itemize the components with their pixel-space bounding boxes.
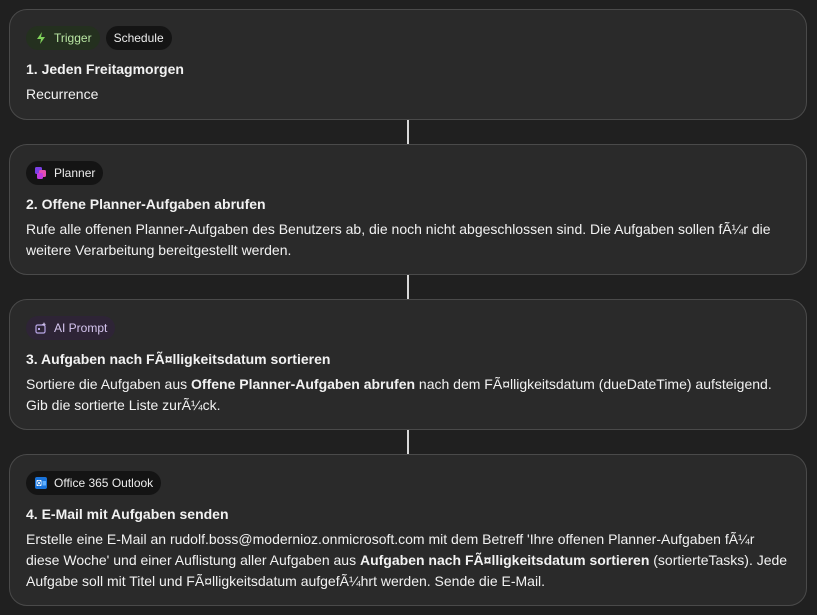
step-card-1[interactable]: Trigger Schedule 1. Jeden Freitagmorgen … <box>9 9 807 120</box>
badge-label: Planner <box>54 166 96 180</box>
description-text: Erstelle eine E-Mail an rudolf.boss@mode… <box>26 531 755 568</box>
description-text: nach dem FÃ¤lligkeitsdatum (dueDateTime)… <box>26 376 772 413</box>
description-text: Rufe alle offenen Planner-Aufgaben des B… <box>26 221 771 258</box>
badge-label: Office 365 Outlook <box>54 476 154 490</box>
step-title: 2. Offene Planner-Aufgaben abrufen <box>26 196 266 212</box>
step-title: 3. Aufgaben nach FÃ¤lligkeitsdatum sorti… <box>26 351 331 367</box>
lightning-icon <box>37 32 45 44</box>
connector-line <box>407 120 409 144</box>
step-description: Sortiere die Aufgaben aus Offene Planner… <box>26 374 790 416</box>
badge-row: Trigger Schedule <box>26 26 790 50</box>
badge-label: Schedule <box>113 31 164 45</box>
badge-row: Planner <box>26 161 790 185</box>
step-card-4[interactable]: Office 365 Outlook 4. E-Mail mit Aufgabe… <box>9 454 807 606</box>
description-text: Sortiere die Aufgaben aus <box>26 376 192 392</box>
badge-row: AI Prompt <box>26 316 790 340</box>
connector-line <box>407 275 409 299</box>
step-description: Rufe alle offenen Planner-Aufgaben des B… <box>26 219 790 261</box>
schedule-badge: Schedule <box>105 26 172 50</box>
step-description: Erstelle eine E-Mail an rudolf.boss@mode… <box>26 529 790 592</box>
connector-line <box>407 430 409 454</box>
step-title: 1. Jeden Freitagmorgen <box>26 61 184 77</box>
step-card-2[interactable]: Planner 2. Offene Planner-Aufgaben abruf… <box>9 144 807 275</box>
badge-label: Trigger <box>54 31 92 45</box>
step-card-3[interactable]: AI Prompt 3. Aufgaben nach FÃ¤lligkeitsd… <box>9 299 807 430</box>
ai-prompt-badge: AI Prompt <box>26 316 116 340</box>
badge-label: AI Prompt <box>54 321 108 335</box>
step-reference: Offene Planner-Aufgaben abrufen <box>191 376 416 392</box>
outlook-badge: Office 365 Outlook <box>26 471 162 495</box>
planner-badge: Planner <box>26 161 104 185</box>
outlook-icon <box>35 477 47 489</box>
step-reference: Aufgaben nach FÃ¤lligkeitsdatum sortiere… <box>359 552 650 568</box>
description-text: Recurrence <box>26 86 99 102</box>
step-description: Recurrence <box>26 84 790 105</box>
planner-icon <box>35 167 46 179</box>
badge-row: Office 365 Outlook <box>26 471 790 495</box>
ai-prompt-icon <box>35 322 47 334</box>
description-text: (sortierteTasks). Jede Aufgabe soll mit … <box>26 552 788 589</box>
step-title: 4. E-Mail mit Aufgaben senden <box>26 506 229 522</box>
trigger-badge: Trigger <box>26 26 100 50</box>
